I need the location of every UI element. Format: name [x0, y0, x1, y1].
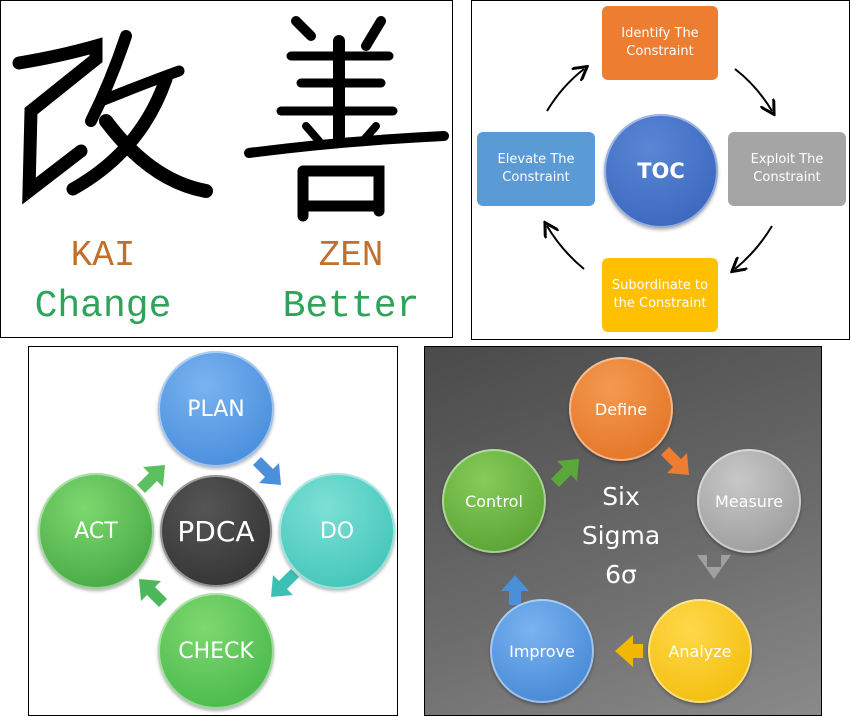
- arrow-control-define: [551, 459, 579, 487]
- step-elevate: Elevate The Constraint: [477, 132, 595, 206]
- title-sigma: Sigma: [581, 521, 661, 550]
- six-sigma-title: Six Sigma 6σ: [565, 477, 677, 594]
- better-label: Better: [282, 285, 420, 328]
- toc-panel: Identify The Constraint Exploit The Cons…: [471, 0, 850, 340]
- pdca-arrows: [137, 457, 299, 607]
- arrow-4: [546, 69, 584, 112]
- sigma-define: Define: [569, 357, 673, 461]
- sigma-control: Control: [442, 449, 546, 553]
- step-identify: Identify The Constraint: [602, 6, 718, 80]
- zen-label: ZEN: [318, 235, 384, 276]
- toc-center: TOC: [604, 114, 718, 228]
- pdca-do: DO: [279, 473, 395, 589]
- title-six: Six: [602, 482, 640, 511]
- six-sigma-arrows: [501, 447, 731, 667]
- arrow-plan-do: [253, 457, 281, 485]
- pdca-panel: PLAN DO CHECK ACT PDCA: [28, 346, 398, 716]
- sigma-improve: Improve: [490, 599, 594, 703]
- sigma-analyze: Analyze: [648, 599, 752, 703]
- arrow-1: [734, 68, 772, 111]
- arrow-check-act: [139, 579, 167, 607]
- kai-label: KAI: [70, 235, 136, 276]
- pdca-center: PDCA: [160, 475, 272, 587]
- title-6sigma: 6σ: [605, 560, 637, 589]
- kanji-kai-icon: [12, 16, 449, 222]
- six-sigma-panel: Define Measure Analyze Improve Control S…: [424, 346, 822, 716]
- arrow-act-plan: [137, 465, 165, 493]
- toc-cycle-arrows: [472, 1, 850, 341]
- arrow-2: [735, 225, 773, 269]
- sigma-measure: Measure: [697, 449, 801, 553]
- arrow-improve-control: [501, 575, 529, 605]
- arrow-define-measure: [661, 447, 689, 475]
- arrow-3: [547, 226, 585, 270]
- kaizen-panel: KAI ZEN Change Better: [0, 0, 453, 338]
- pdca-plan: PLAN: [158, 351, 274, 467]
- pdca-check: CHECK: [158, 593, 274, 709]
- arrow-measure-analyze: [697, 555, 731, 579]
- change-label: Change: [34, 285, 172, 328]
- arrow-do-check: [271, 569, 299, 597]
- arrow-analyze-improve-head: [615, 635, 643, 667]
- step-exploit: Exploit The Constraint: [728, 132, 846, 206]
- pdca-act: ACT: [38, 473, 154, 589]
- step-subordinate: Subordinate to the Constraint: [602, 258, 718, 332]
